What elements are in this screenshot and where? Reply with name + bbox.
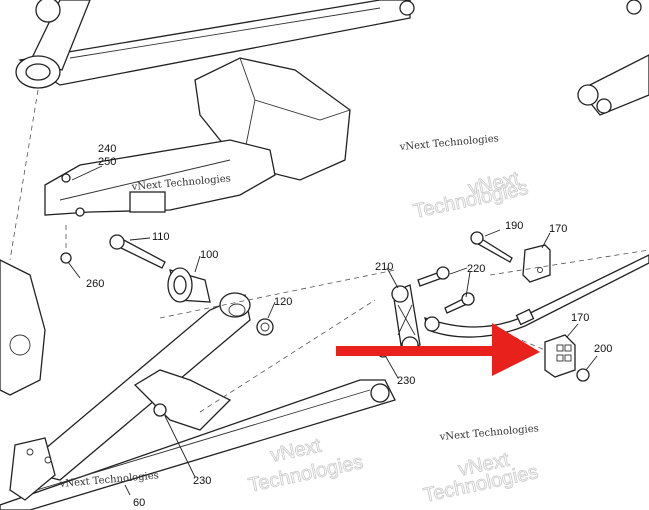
label-60: 60: [133, 497, 145, 509]
label-220: 220: [467, 263, 485, 275]
label-230-lower: 230: [193, 475, 211, 487]
label-200: 200: [594, 343, 612, 355]
label-210: 210: [375, 261, 393, 273]
bolt-190: [470, 231, 513, 263]
nut-200: [576, 368, 590, 382]
nut-260: [60, 252, 72, 264]
sway-bar: [424, 254, 649, 338]
label-120: 120: [274, 296, 292, 308]
label-240: 240: [98, 143, 116, 155]
upper-a-arm: [15, 0, 415, 89]
bracket-170-lower: [544, 334, 576, 378]
label-190: 190: [505, 220, 523, 232]
label-250: 250: [98, 156, 116, 168]
label-170-lower: 170: [571, 312, 589, 324]
bolts-220: [417, 266, 475, 314]
label-170-upper: 170: [549, 223, 567, 235]
lower-a-arm: [0, 292, 396, 510]
label-110: 110: [152, 231, 170, 243]
nut-120: [256, 318, 274, 336]
label-230-upper: 230: [397, 375, 415, 387]
label-100: 100: [200, 249, 218, 261]
bracket-cover: [44, 57, 351, 217]
bracket-170-upper: [522, 244, 551, 283]
watermark-small-2: vNext Technologies: [398, 133, 499, 153]
steering-knuckle: [0, 259, 46, 396]
bolt-110: [109, 234, 166, 269]
watermark-small-4: vNext Technologies: [438, 423, 539, 443]
label-260: 260: [86, 278, 104, 290]
red-arrow-pointer: [336, 323, 540, 376]
sway-link-210: [391, 284, 421, 354]
bushing-100: [167, 267, 211, 303]
right-shock-parts: [577, 0, 649, 116]
leader-lines: [67, 165, 598, 496]
